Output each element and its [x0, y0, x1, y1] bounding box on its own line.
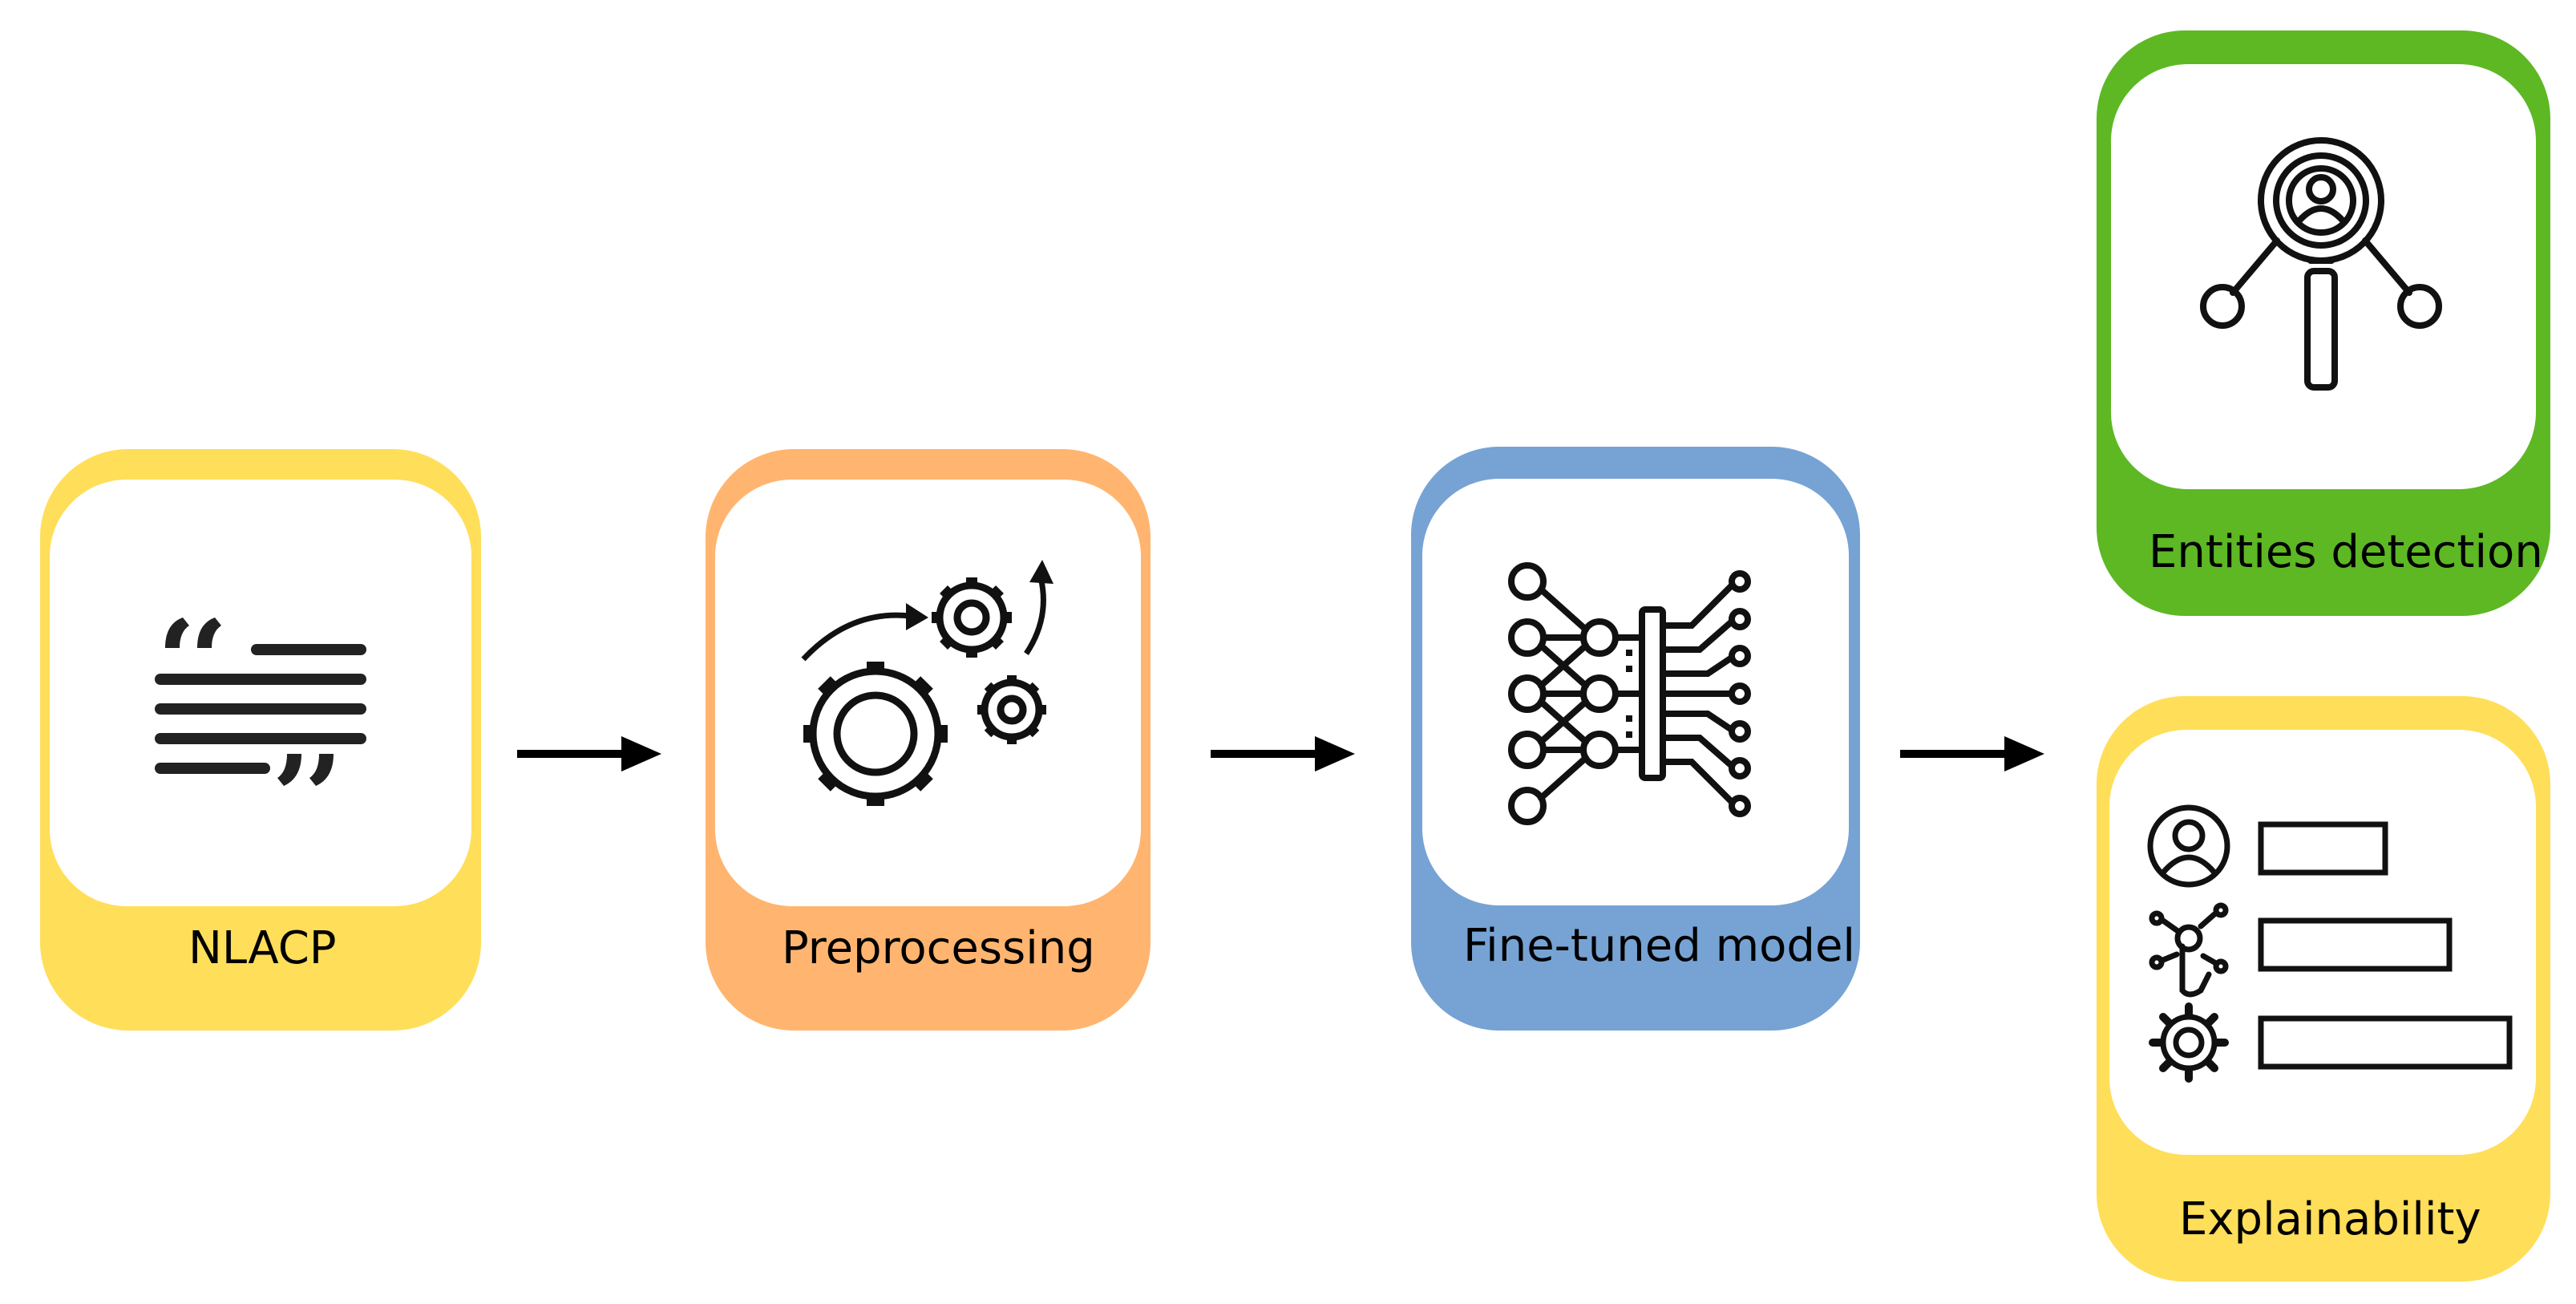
preprocessing-label: Preprocessing [782, 922, 1095, 974]
nlacp-card: NLACP [40, 449, 481, 1031]
quote-text-icon [155, 618, 366, 786]
nlacp-label: NLACP [188, 922, 337, 974]
nlacp-icon-panel [50, 480, 471, 906]
entities-icon-panel [2111, 64, 2536, 489]
neural-network-icon [1508, 562, 1751, 825]
explainability-card: Explainability [2097, 696, 2550, 1282]
preprocessing-card: Preprocessing [706, 449, 1151, 1031]
arrow-model-to-outputs [1900, 736, 2044, 771]
arrow-nlacp-to-preprocessing [517, 736, 661, 771]
entities-card: Entities detection [2097, 30, 2550, 616]
arrow-preprocessing-to-model [1211, 736, 1355, 771]
gears-icon [801, 560, 1053, 806]
model-label: Fine-tuned model [1463, 920, 1855, 972]
model-card: Fine-tuned model [1411, 447, 1860, 1031]
feature-bars-icon [2147, 804, 2513, 1083]
entities-label: Entities detection [2149, 526, 2543, 578]
explainability-label: Explainability [2179, 1193, 2481, 1245]
magnifier-user-icon [2200, 137, 2442, 391]
